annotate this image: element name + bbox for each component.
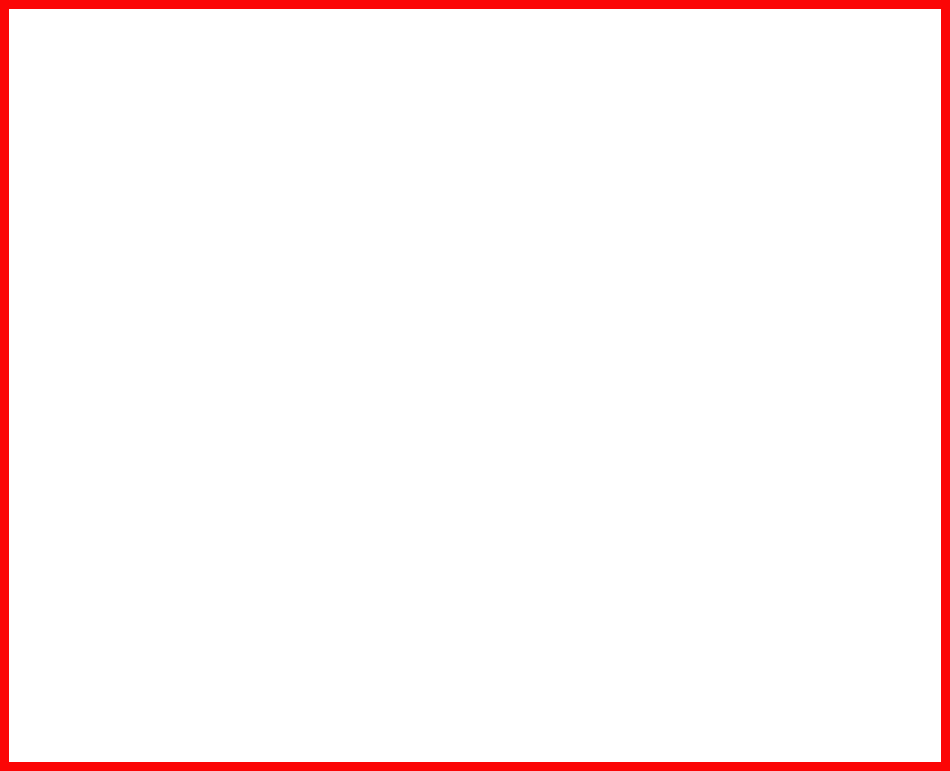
edge-received-to-not-quality <box>134 493 215 586</box>
edge-quality-to-damage <box>332 671 397 720</box>
node-receive[interactable]: Receive <box>819 631 924 668</box>
edge-not-received-to-return-lost <box>189 214 273 305</box>
edge-not-received-to-on-the-way <box>189 122 273 217</box>
node-quality-defect[interactable]: Quality Defect <box>400 658 562 689</box>
node-on-the-way[interactable]: On the way <box>275 70 443 158</box>
node-exceed-deadline[interactable]: Exceed Deadline <box>513 120 681 207</box>
node-wait-it-patiently[interactable]: Wait it patiently <box>756 21 924 108</box>
node-wrong-delivery[interactable]: Wrong Delivery <box>400 521 562 552</box>
edge-not-quality-to-not-fit <box>332 436 397 485</box>
node-not-fit[interactable]: Not Fit <box>400 423 556 454</box>
node-not-received[interactable]: Not Received <box>21 178 191 255</box>
edge-on-the-way-to-exceed-deadline <box>443 111 511 157</box>
node-not-quality-problem[interactable]: Not Quality Problem <box>218 448 333 518</box>
leaf-group-bracket <box>556 422 574 740</box>
edge-quality-to-color-difference <box>332 623 397 675</box>
edge-on-the-way-to-before-deadline <box>443 64 510 115</box>
node-need-return[interactable]: Need Retum <box>620 632 781 667</box>
node-return-lost[interactable]: Retum/Lost <box>275 266 443 353</box>
node-color-difference[interactable]: Color Difference <box>400 607 562 638</box>
edge-not-quality-to-wrong-delivery <box>332 481 397 533</box>
node-received[interactable]: Received <box>20 548 136 623</box>
node-contact-us[interactable]: Contact us <box>514 266 682 353</box>
node-not-need-return[interactable]: Not Need Retum <box>620 492 781 527</box>
node-damage[interactable]: Damage <box>400 708 562 739</box>
node-return-refund[interactable]: Retum/Refund <box>756 266 924 353</box>
node-quality-problem[interactable]: Quality Problem <box>218 638 333 708</box>
node-resend-refund-discount[interactable]: Resrnd Refund Discount <box>819 474 924 557</box>
node-before-deadline[interactable]: Before Deadline <box>513 21 681 108</box>
edge-received-to-quality <box>134 583 215 669</box>
